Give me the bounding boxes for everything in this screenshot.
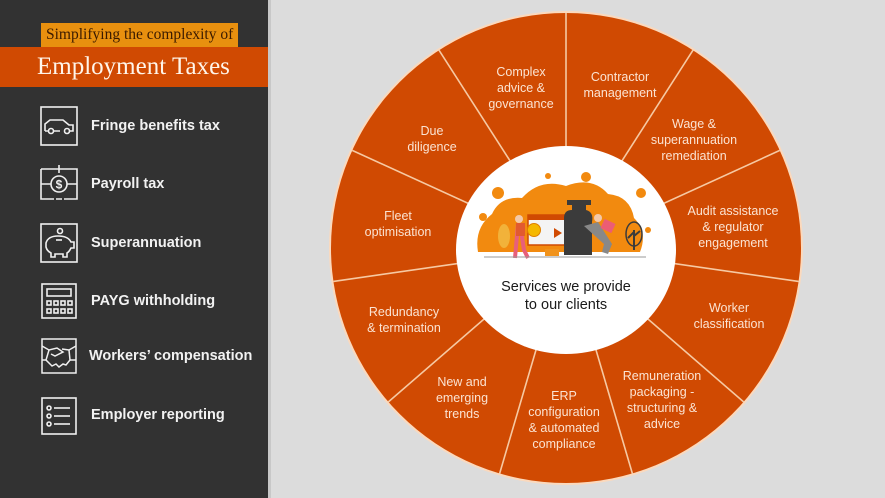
segment-worker-classification: Worker classification bbox=[693, 301, 765, 331]
segment-due-diligence: Due diligence bbox=[407, 124, 457, 154]
checklist-icon bbox=[40, 395, 78, 435]
center-title: Services we provide to our clients bbox=[501, 279, 631, 313]
sidebar-item-label: Fringe benefits tax bbox=[91, 118, 220, 134]
segment-redundancy-termination: Redundancy & termination bbox=[367, 305, 441, 335]
sidebar-item-superannuation: Superannuation bbox=[40, 221, 201, 265]
handshake-icon bbox=[40, 336, 78, 376]
sidebar-item-label: Superannuation bbox=[91, 235, 202, 251]
sidebar-item-label: Payroll tax bbox=[91, 176, 165, 192]
segment-fleet-optimisation: Fleet optimisation bbox=[364, 209, 432, 239]
car-icon bbox=[40, 106, 78, 146]
svg-text:$: $ bbox=[56, 178, 63, 192]
segment-new-emerging-trends: New and emerging trends bbox=[435, 375, 489, 421]
sidebar-item-label: PAYG withholding bbox=[91, 293, 216, 309]
team-illustration-icon bbox=[477, 172, 651, 259]
segment-complex-advice-governance: Complex advice & governance bbox=[488, 65, 554, 111]
sidebar-item-label: Employer reporting bbox=[91, 407, 225, 423]
sidebar-item-payg-withholding: PAYG withholding bbox=[40, 279, 215, 323]
sidebar-item-employer-reporting: Employer reporting bbox=[40, 393, 225, 437]
sidebar-item-label: Workers’ compensation bbox=[89, 348, 253, 364]
calculator-icon bbox=[40, 281, 78, 321]
page-title: Employment Taxes bbox=[37, 53, 230, 80]
segment-remuneration-packaging: Remuneration packaging - structuring & a… bbox=[622, 369, 702, 431]
sidebar-item-workers-compensation: Workers’ compensation bbox=[40, 334, 252, 378]
segment-wage-superannuation-remediation: Wage & superannuation remediation bbox=[650, 117, 738, 163]
subtitle: Simplifying the complexity of bbox=[41, 23, 239, 47]
segment-contractor-management: Contractor management bbox=[583, 70, 657, 100]
segment-erp-configuration: ERP configuration & automated compliance bbox=[528, 389, 600, 451]
sidebar-item-payroll-tax: $ Payroll tax bbox=[40, 162, 164, 206]
sidebar-item-fringe-benefits-tax: Fringe benefits tax bbox=[40, 104, 220, 148]
dollar-coin-icon: $ bbox=[40, 164, 78, 204]
segment-audit-assistance: Audit assistance & regulator engagement bbox=[687, 204, 779, 250]
panel-divider bbox=[268, 0, 271, 498]
piggy-bank-icon bbox=[40, 223, 78, 263]
title-bar bbox=[0, 47, 268, 87]
